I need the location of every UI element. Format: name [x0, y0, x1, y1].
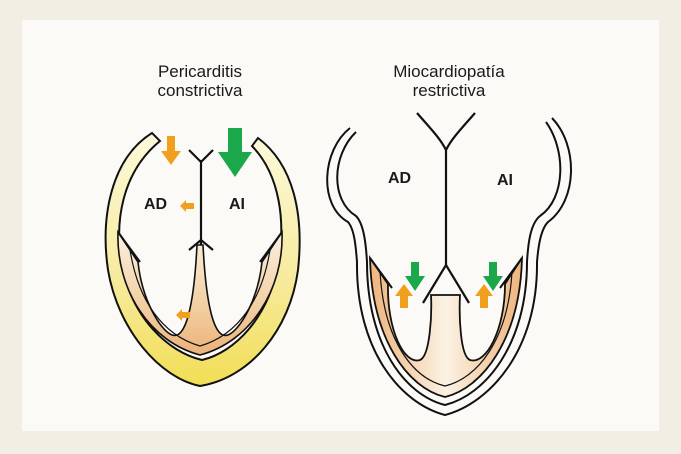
arrow-down-green-right-1	[405, 262, 425, 291]
arrow-down-green-left	[218, 128, 252, 177]
title-miocardiopatia: Miocardiopatía restrictiva	[374, 62, 524, 100]
label-ai-right: AI	[497, 172, 513, 190]
arrow-down-orange-left	[161, 136, 181, 165]
label-ad-left: AD	[144, 196, 167, 214]
left-heart	[106, 128, 300, 386]
label-ai-left: AI	[229, 196, 245, 214]
septum-right-top	[417, 113, 475, 150]
arrow-up-orange-right-1	[395, 284, 413, 308]
label-ad-right: AD	[388, 170, 411, 188]
title-pericarditis: Pericarditis constrictiva	[130, 62, 270, 100]
arrow-left-small-upper	[180, 200, 194, 212]
arrow-up-orange-right-2	[475, 284, 493, 308]
right-heart	[327, 113, 571, 415]
